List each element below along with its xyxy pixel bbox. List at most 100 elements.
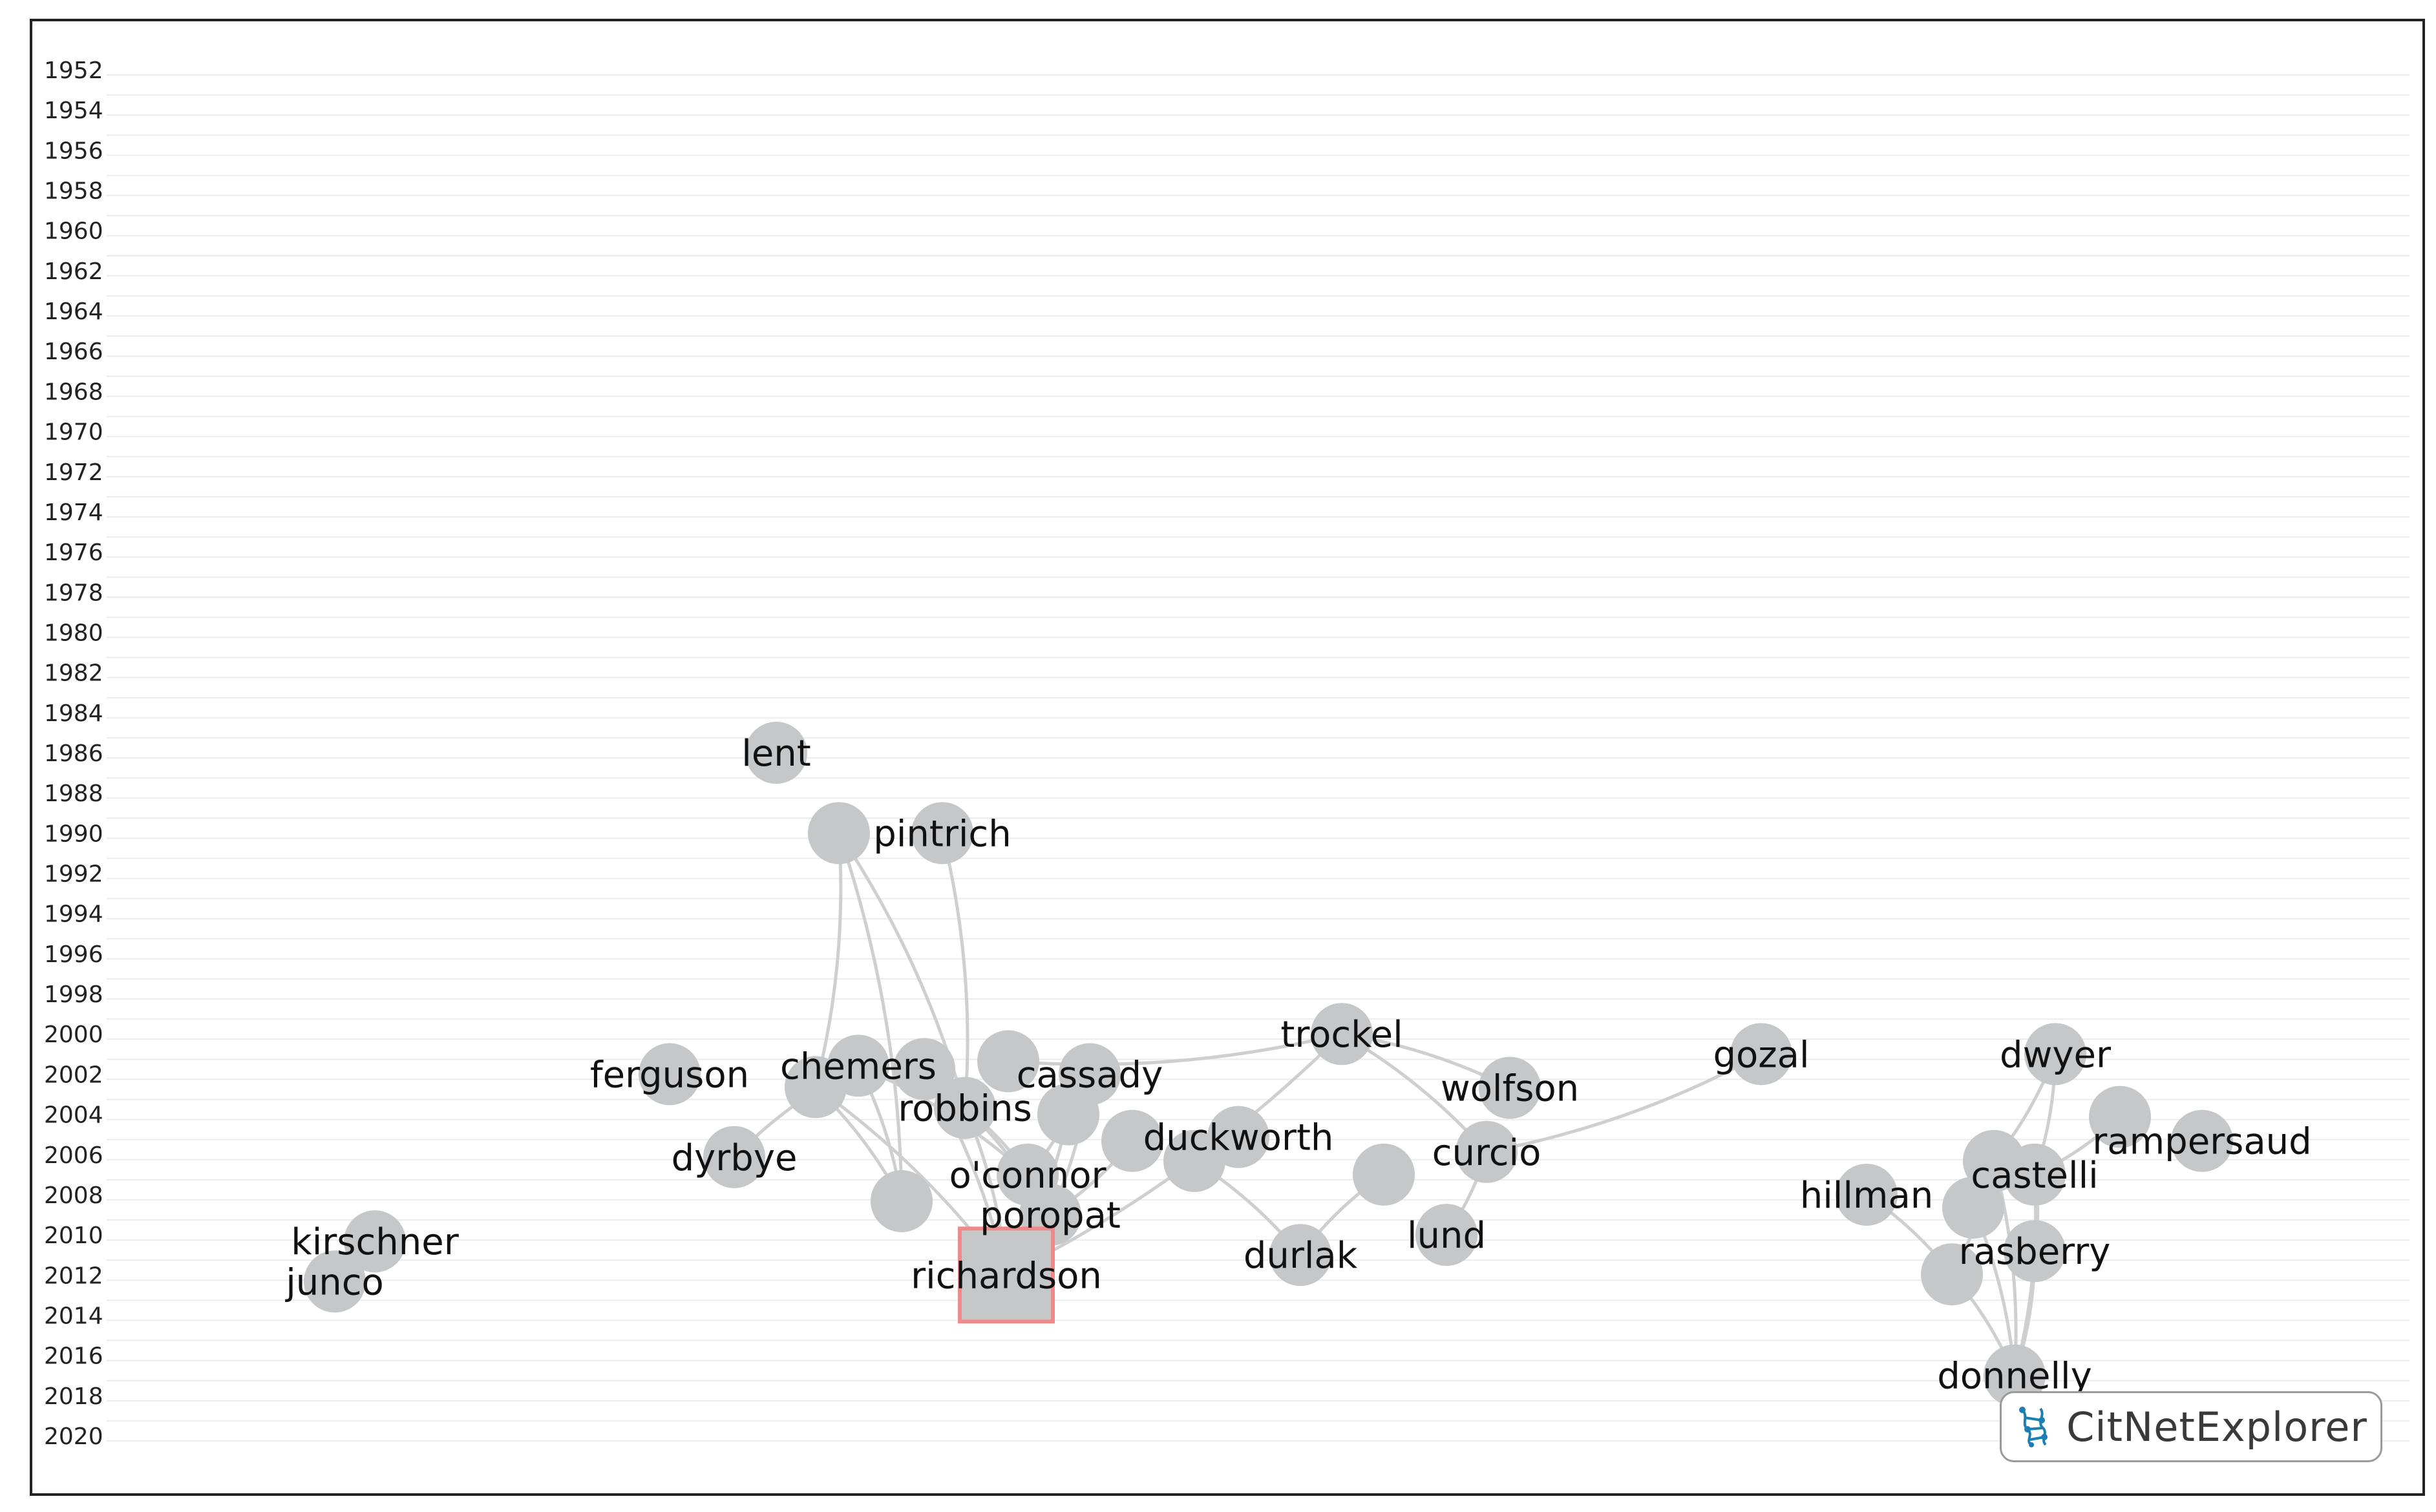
year-tick-label: 2002 (44, 1062, 103, 1088)
citnetexplorer-logo-icon (2019, 1407, 2048, 1447)
node-dk2[interactable] (1101, 1109, 1163, 1172)
node-label-dyrbye: dyrbye (672, 1137, 798, 1179)
year-tick-label: 1976 (44, 540, 103, 566)
node-lent[interactable] (745, 722, 807, 784)
year-tick-label: 1972 (44, 459, 103, 486)
citnetexplorer-badge[interactable]: CitNetExplorer (2000, 1391, 2382, 1462)
node-ch2[interactable] (785, 1056, 847, 1118)
citation-edge (1008, 1032, 1342, 1066)
node-n2008[interactable] (871, 1170, 933, 1232)
node-label-donnelly: donnelly (1937, 1356, 2092, 1398)
node-label-kirschner: kirschner (291, 1221, 459, 1263)
node-rampersaud[interactable] (2171, 1109, 2233, 1172)
node-label-wolfson: wolfson (1441, 1068, 1579, 1110)
node-kirschner[interactable] (344, 1210, 406, 1273)
year-tick-label: 2004 (44, 1102, 103, 1129)
node-label-poropat: poropat (980, 1195, 1121, 1237)
year-tick-label: 1978 (44, 580, 103, 606)
citation-edge (814, 833, 843, 1088)
year-tick-label: 1992 (44, 861, 103, 888)
year-tick-label: 1996 (44, 941, 103, 968)
citation-edge (1486, 1053, 1763, 1154)
node-rb2[interactable] (1921, 1243, 1983, 1306)
node-durlak[interactable] (1269, 1224, 1331, 1286)
node-dyrbye[interactable] (703, 1126, 765, 1188)
selected-node-richardson[interactable] (958, 1226, 1055, 1324)
node-curcio[interactable] (1456, 1120, 1518, 1183)
year-tick-label: 1952 (44, 58, 103, 84)
node-label-lent: lent (741, 733, 810, 775)
node-label-lund: lund (1407, 1215, 1486, 1257)
node-n2002a[interactable] (893, 1038, 955, 1100)
year-tick-label: 1984 (44, 700, 103, 727)
node-robbins[interactable] (934, 1076, 996, 1139)
publication-nodes[interactable] (304, 722, 2233, 1407)
year-tick-label: 1966 (44, 339, 103, 365)
citation-edges (334, 832, 2121, 1376)
year-tick-label: 1964 (44, 299, 103, 325)
node-junco[interactable] (304, 1250, 366, 1313)
node-pintrich[interactable] (911, 802, 973, 865)
node-label-durlak: durlak (1244, 1235, 1358, 1277)
node-label-rampersaud: rampersaud (2092, 1121, 2311, 1163)
node-n2004[interactable] (1037, 1083, 1099, 1146)
node-hillman[interactable] (1836, 1163, 1898, 1226)
node-label-pintrich: pintrich (873, 813, 1011, 855)
year-tick-label: 2006 (44, 1142, 103, 1169)
year-tick-label: 1990 (44, 821, 103, 847)
year-tick-label: 1982 (44, 660, 103, 687)
node-label-richardson: richardson (911, 1255, 1102, 1297)
year-tick-label: 1994 (44, 901, 103, 928)
node-label-chemers: chemers (780, 1045, 937, 1087)
node-cs2[interactable] (1963, 1129, 2025, 1192)
year-tick-label: 1998 (44, 982, 103, 1008)
year-tick-label: 2016 (44, 1343, 103, 1370)
year-tick-label: 2010 (44, 1223, 103, 1249)
node-hm2[interactable] (1942, 1176, 2004, 1239)
node-donnelly[interactable] (1984, 1344, 2046, 1407)
node-label-trockel: trockel (1280, 1014, 1403, 1056)
year-tick-label: 1980 (44, 620, 103, 646)
year-tick-label: 1970 (44, 419, 103, 446)
node-label-rasberry: rasberry (1959, 1231, 2111, 1273)
node-rasberry[interactable] (2004, 1220, 2066, 1283)
node-trockel[interactable] (1311, 1003, 1373, 1066)
node-n2007[interactable] (1353, 1143, 1415, 1206)
node-label-castelli: castelli (1971, 1155, 2098, 1197)
year-axis: 1952195419561958196019621964196619681970… (44, 58, 103, 1450)
node-label-hillman: hillman (1800, 1175, 1934, 1217)
year-tick-label: 2012 (44, 1263, 103, 1289)
node-label-curcio: curcio (1432, 1132, 1541, 1174)
node-label-duckworth: duckworth (1143, 1117, 1334, 1159)
node-wolfson[interactable] (1479, 1056, 1541, 1119)
year-tick-label: 2008 (44, 1182, 103, 1209)
node-dk3[interactable] (1163, 1129, 1225, 1192)
year-tick-label: 2000 (44, 1022, 103, 1048)
year-tick-label: 1974 (44, 499, 103, 526)
node-label-dwyer: dwyer (2000, 1034, 2112, 1076)
year-tick-label: 1956 (44, 138, 103, 164)
year-tick-label: 1968 (44, 379, 103, 405)
node-label-junco: junco (284, 1261, 384, 1303)
node-lund[interactable] (1415, 1204, 1477, 1266)
year-tick-label: 2018 (44, 1383, 103, 1410)
node-dwyer[interactable] (2024, 1023, 2086, 1086)
node-labels: lent pintrich ferguson chemers cassadyrobbin… (284, 733, 2312, 1398)
node-n2002b[interactable] (977, 1030, 1039, 1093)
node-p1990[interactable] (808, 802, 870, 865)
node-label-oconnor: o'connor (949, 1155, 1107, 1197)
year-tick-label: 1986 (44, 740, 103, 767)
node-label-robbins: robbins (898, 1088, 1032, 1130)
node-gozal[interactable] (1730, 1023, 1792, 1086)
node-ferguson[interactable] (639, 1043, 701, 1106)
year-tick-label: 1962 (44, 258, 103, 285)
citnetexplorer-label: CitNetExplorer (2066, 1403, 2367, 1451)
node-rp2[interactable] (2089, 1086, 2151, 1148)
node-label-cassady: cassady (1017, 1054, 1163, 1096)
year-tick-label: 1958 (44, 178, 103, 205)
year-tick-label: 2014 (44, 1303, 103, 1329)
year-tick-label: 1960 (44, 218, 103, 245)
year-tick-label: 1988 (44, 781, 103, 807)
node-label-ferguson: ferguson (590, 1054, 749, 1096)
